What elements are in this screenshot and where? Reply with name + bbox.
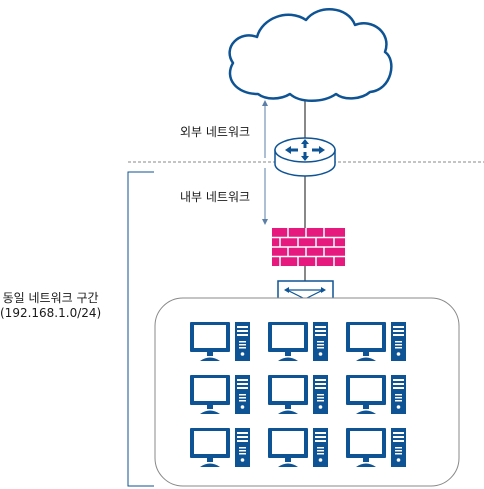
same-segment-label: 동일 네트워크 구간 (192.168.1.0/24) [0,291,101,321]
firewall-icon [272,228,345,266]
same-segment-subnet: (192.168.1.0/24) [0,306,102,320]
segment-bracket [127,171,154,487]
external-network-label: 외부 네트워크 [180,125,251,139]
cloud-icon [228,8,393,102]
internal-network-label: 내부 네트워크 [180,190,251,204]
router-icon [274,137,336,177]
same-segment-title: 동일 네트워크 구간 [2,291,99,305]
